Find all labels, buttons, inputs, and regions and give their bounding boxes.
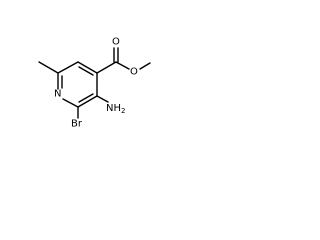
atom-label-amino-main: NH bbox=[106, 103, 121, 114]
bond-carbonyl-c-ester-o bbox=[115, 61, 130, 70]
bond-c3-c2 bbox=[77, 95, 98, 108]
bond-ester-o-methyl bbox=[139, 62, 151, 70]
bond-c3-amino bbox=[96, 95, 109, 103]
atom-label-carbonyl-oxygen: O bbox=[112, 37, 120, 48]
bond-c2-n1 bbox=[62, 98, 79, 108]
atom-label-ring-nitrogen: N bbox=[54, 89, 61, 100]
bond-c5-c4-inner bbox=[78, 66, 94, 76]
bond-c6-methyl bbox=[38, 61, 59, 74]
atom-label-bromine: Br bbox=[71, 119, 83, 130]
bond-c5-c4 bbox=[77, 61, 98, 74]
atom-label-amino: NH2 bbox=[106, 103, 125, 116]
bond-c4-carbonyl-c bbox=[96, 61, 117, 74]
chemical-structure-diagram: N Br NH2 O O bbox=[38, 37, 151, 130]
atom-label-amino-subscript: 2 bbox=[121, 107, 125, 115]
bond-c6-c5 bbox=[57, 61, 79, 74]
atom-label-ester-oxygen: O bbox=[130, 67, 138, 78]
bond-c3-c2-inner bbox=[78, 93, 94, 103]
